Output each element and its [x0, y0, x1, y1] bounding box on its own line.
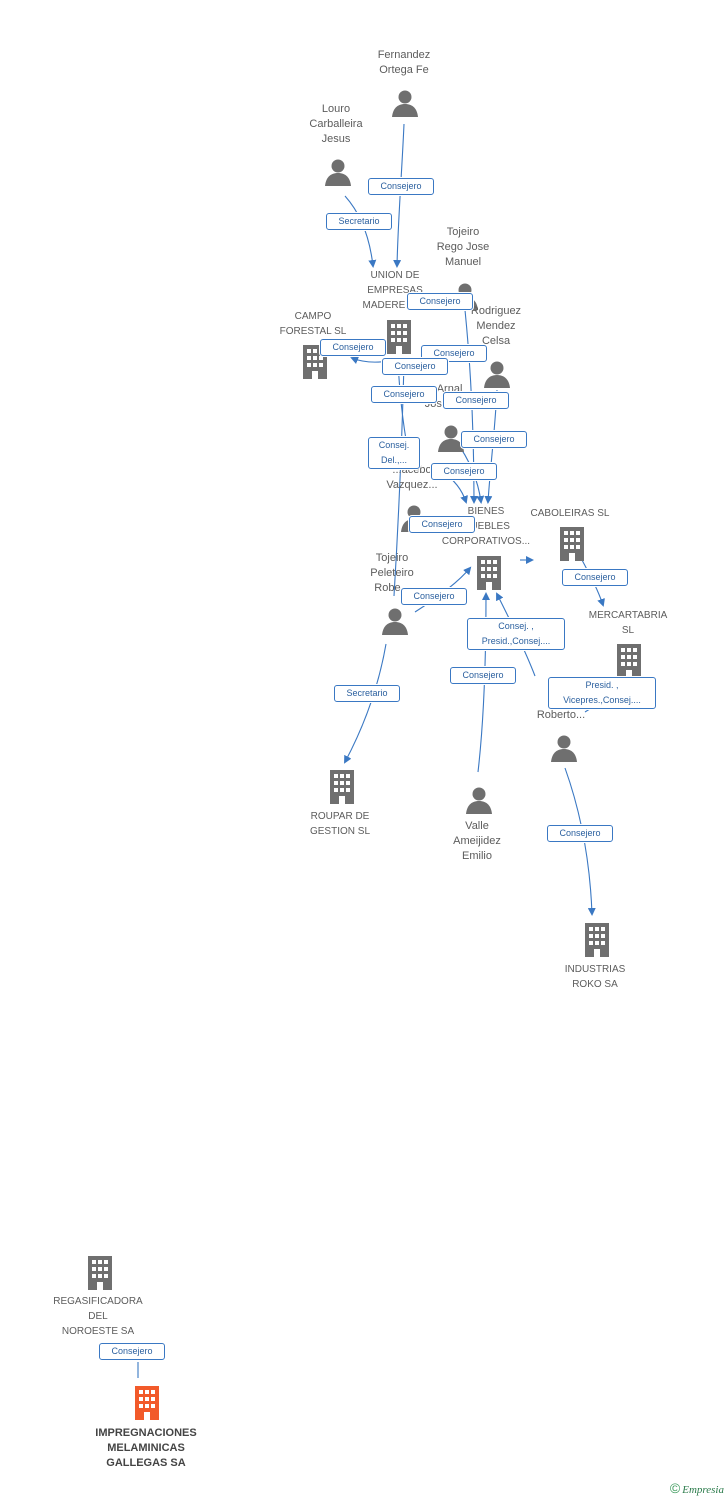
edge-peleteiro-roupar [344, 643, 387, 764]
relation-badge[interactable]: Consejero [368, 178, 434, 195]
building-icon [88, 1256, 112, 1290]
relation-badge[interactable]: Consejero [409, 516, 475, 533]
company-label: BIENES MUEBLES CORPORATIVOS... [441, 506, 531, 547]
building-icon [387, 320, 411, 354]
relation-badge[interactable]: Consej. , Presid.,Consej.... [467, 618, 565, 650]
person-label: Tojeiro Rego Jose Manuel [436, 226, 490, 268]
relation-badge[interactable]: Consejero [443, 392, 509, 409]
building-icon [477, 556, 501, 590]
relation-badge[interactable]: Consejero [547, 825, 613, 842]
company-label: ROUPAR DE GESTION SL [309, 811, 370, 837]
person-icon [466, 787, 492, 814]
person-label: Fernandez Ortega Fe [377, 49, 431, 76]
person-label: Rodriguez Mendez Celsa [470, 305, 522, 347]
relation-badge[interactable]: Consejero [431, 463, 497, 480]
relation-badge[interactable]: Consejero [562, 569, 628, 586]
company-label: UNION DE EMPRESAS MADERERA... [362, 270, 428, 311]
relation-badge[interactable]: Consejero [421, 345, 487, 362]
relation-badge[interactable]: Secretario [326, 213, 392, 230]
building-icon [617, 644, 641, 678]
building-icon [585, 923, 609, 957]
relation-badge[interactable]: Consejero [401, 588, 467, 605]
person-icon [392, 90, 418, 117]
person-label: Valle Ameijidez Emilio [453, 820, 501, 862]
edge-tojeiro-rego-bienes [464, 309, 478, 504]
person-label: Tojeiro Peleteiro Robe... [370, 552, 414, 594]
person-icon [484, 361, 510, 388]
building-icon [560, 527, 584, 561]
company-label: CABOLEIRAS SL [530, 508, 610, 519]
company-label-focus: IMPREGNACIONES MELAMINICAS GALLEGAS SA [95, 1427, 197, 1469]
building-icon [135, 1386, 159, 1420]
relation-badge[interactable]: Secretario [334, 685, 400, 702]
company-label: MERCARTABRIA SL [588, 610, 668, 636]
relation-badge[interactable]: Consej. Del.,... [368, 437, 420, 469]
company-label: REGASIFICADORA DEL NOROESTE SA [53, 1296, 143, 1337]
building-icon [330, 770, 354, 804]
copyright-icon: © [669, 1480, 681, 1496]
edge-louro-union [344, 195, 377, 268]
company-label: CAMPO FORESTAL SL [279, 311, 347, 337]
person-label: Louro Carballeira Jesus [309, 103, 363, 145]
relation-badge[interactable]: Consejero [382, 358, 448, 375]
relation-badge[interactable]: Consejero [461, 431, 527, 448]
person-icon [438, 425, 464, 452]
edge-valle-bienes [477, 592, 490, 773]
edge-fernandez-union [393, 123, 405, 268]
relation-badge[interactable]: Consejero [450, 667, 516, 684]
person-icon [551, 735, 577, 762]
company-label: INDUSTRIAS ROKO SA [564, 964, 626, 990]
relation-badge[interactable]: Presid. , Vicepres.,Consej.... [548, 677, 656, 709]
relation-badge[interactable]: Consejero [99, 1343, 165, 1360]
footer-brand: ©Empresia [670, 1480, 724, 1496]
relation-badge[interactable]: Consejero [371, 386, 437, 403]
relation-badge[interactable]: Consejero [320, 339, 386, 356]
relation-badge[interactable]: Consejero [407, 293, 473, 310]
person-icon [325, 159, 351, 186]
brand-logo-text: Empresia [682, 1484, 724, 1496]
person-icon [382, 608, 408, 635]
